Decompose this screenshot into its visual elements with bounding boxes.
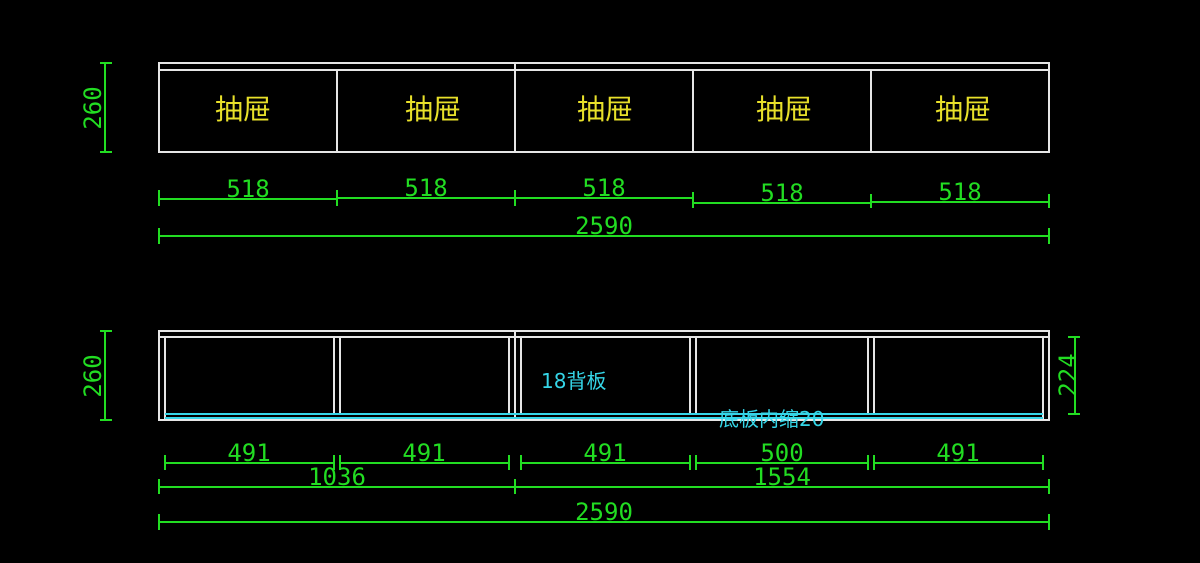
bottom-group-dim-2: 1554 bbox=[753, 463, 811, 491]
bottom-segment-dim-3: 491 bbox=[583, 439, 626, 467]
top-segment-dim-5: 518 bbox=[938, 178, 981, 206]
bottom-cabinet-view: 18背板 底板内缩20 260 224 bbox=[79, 330, 1082, 530]
top-cabinet-view: 抽屉 抽屉 抽屉 抽屉 抽屉 260 518 518 518 bbox=[79, 62, 1050, 244]
bottom-cabinet-outline bbox=[158, 330, 1050, 421]
top-cabinet-outline bbox=[158, 62, 1050, 153]
top-segment-dimensions: 518 518 518 518 518 bbox=[158, 174, 1050, 208]
bottom-segment-dim-4: 500 bbox=[760, 439, 803, 467]
top-height-dimension: 260 bbox=[79, 62, 112, 153]
drawer-label-5: 抽屉 bbox=[935, 93, 991, 126]
top-segment-dim-3: 518 bbox=[582, 174, 625, 202]
back-panel-note: 18背板 bbox=[541, 369, 606, 393]
right-height-dim-text: 224 bbox=[1054, 353, 1082, 396]
bottom-height-dimension: 260 bbox=[79, 330, 112, 421]
drawer-label-3: 抽屉 bbox=[577, 93, 633, 126]
top-total-dim-text: 2590 bbox=[575, 212, 633, 240]
right-inner-height-dimension: 224 bbox=[1054, 336, 1082, 415]
drawer-label-4: 抽屉 bbox=[756, 93, 812, 126]
top-segment-dim-2: 518 bbox=[404, 174, 447, 202]
top-segment-dim-1: 518 bbox=[226, 175, 269, 203]
bottom-group-dim-1: 1036 bbox=[308, 463, 366, 491]
bottom-total-dim-text: 2590 bbox=[575, 498, 633, 526]
bottom-segment-dim-1: 491 bbox=[227, 439, 270, 467]
bottom-height-dim-text: 260 bbox=[79, 354, 107, 397]
drawer-label-2: 抽屉 bbox=[405, 93, 461, 126]
top-segment-dim-4: 518 bbox=[760, 179, 803, 207]
bottom-panel-note: 底板内缩20 bbox=[719, 407, 824, 431]
bottom-segment-dim-2: 491 bbox=[402, 439, 445, 467]
bottom-segment-dimensions: 491 491 491 500 491 bbox=[164, 439, 1044, 470]
top-height-dim-text: 260 bbox=[79, 86, 107, 129]
top-total-dimension: 2590 bbox=[158, 212, 1050, 244]
bottom-segment-dim-5: 491 bbox=[936, 439, 979, 467]
drawer-label-1: 抽屉 bbox=[215, 93, 271, 126]
bottom-group-dimensions: 1036 1554 bbox=[158, 463, 1050, 494]
bottom-total-dimension: 2590 bbox=[158, 498, 1050, 530]
